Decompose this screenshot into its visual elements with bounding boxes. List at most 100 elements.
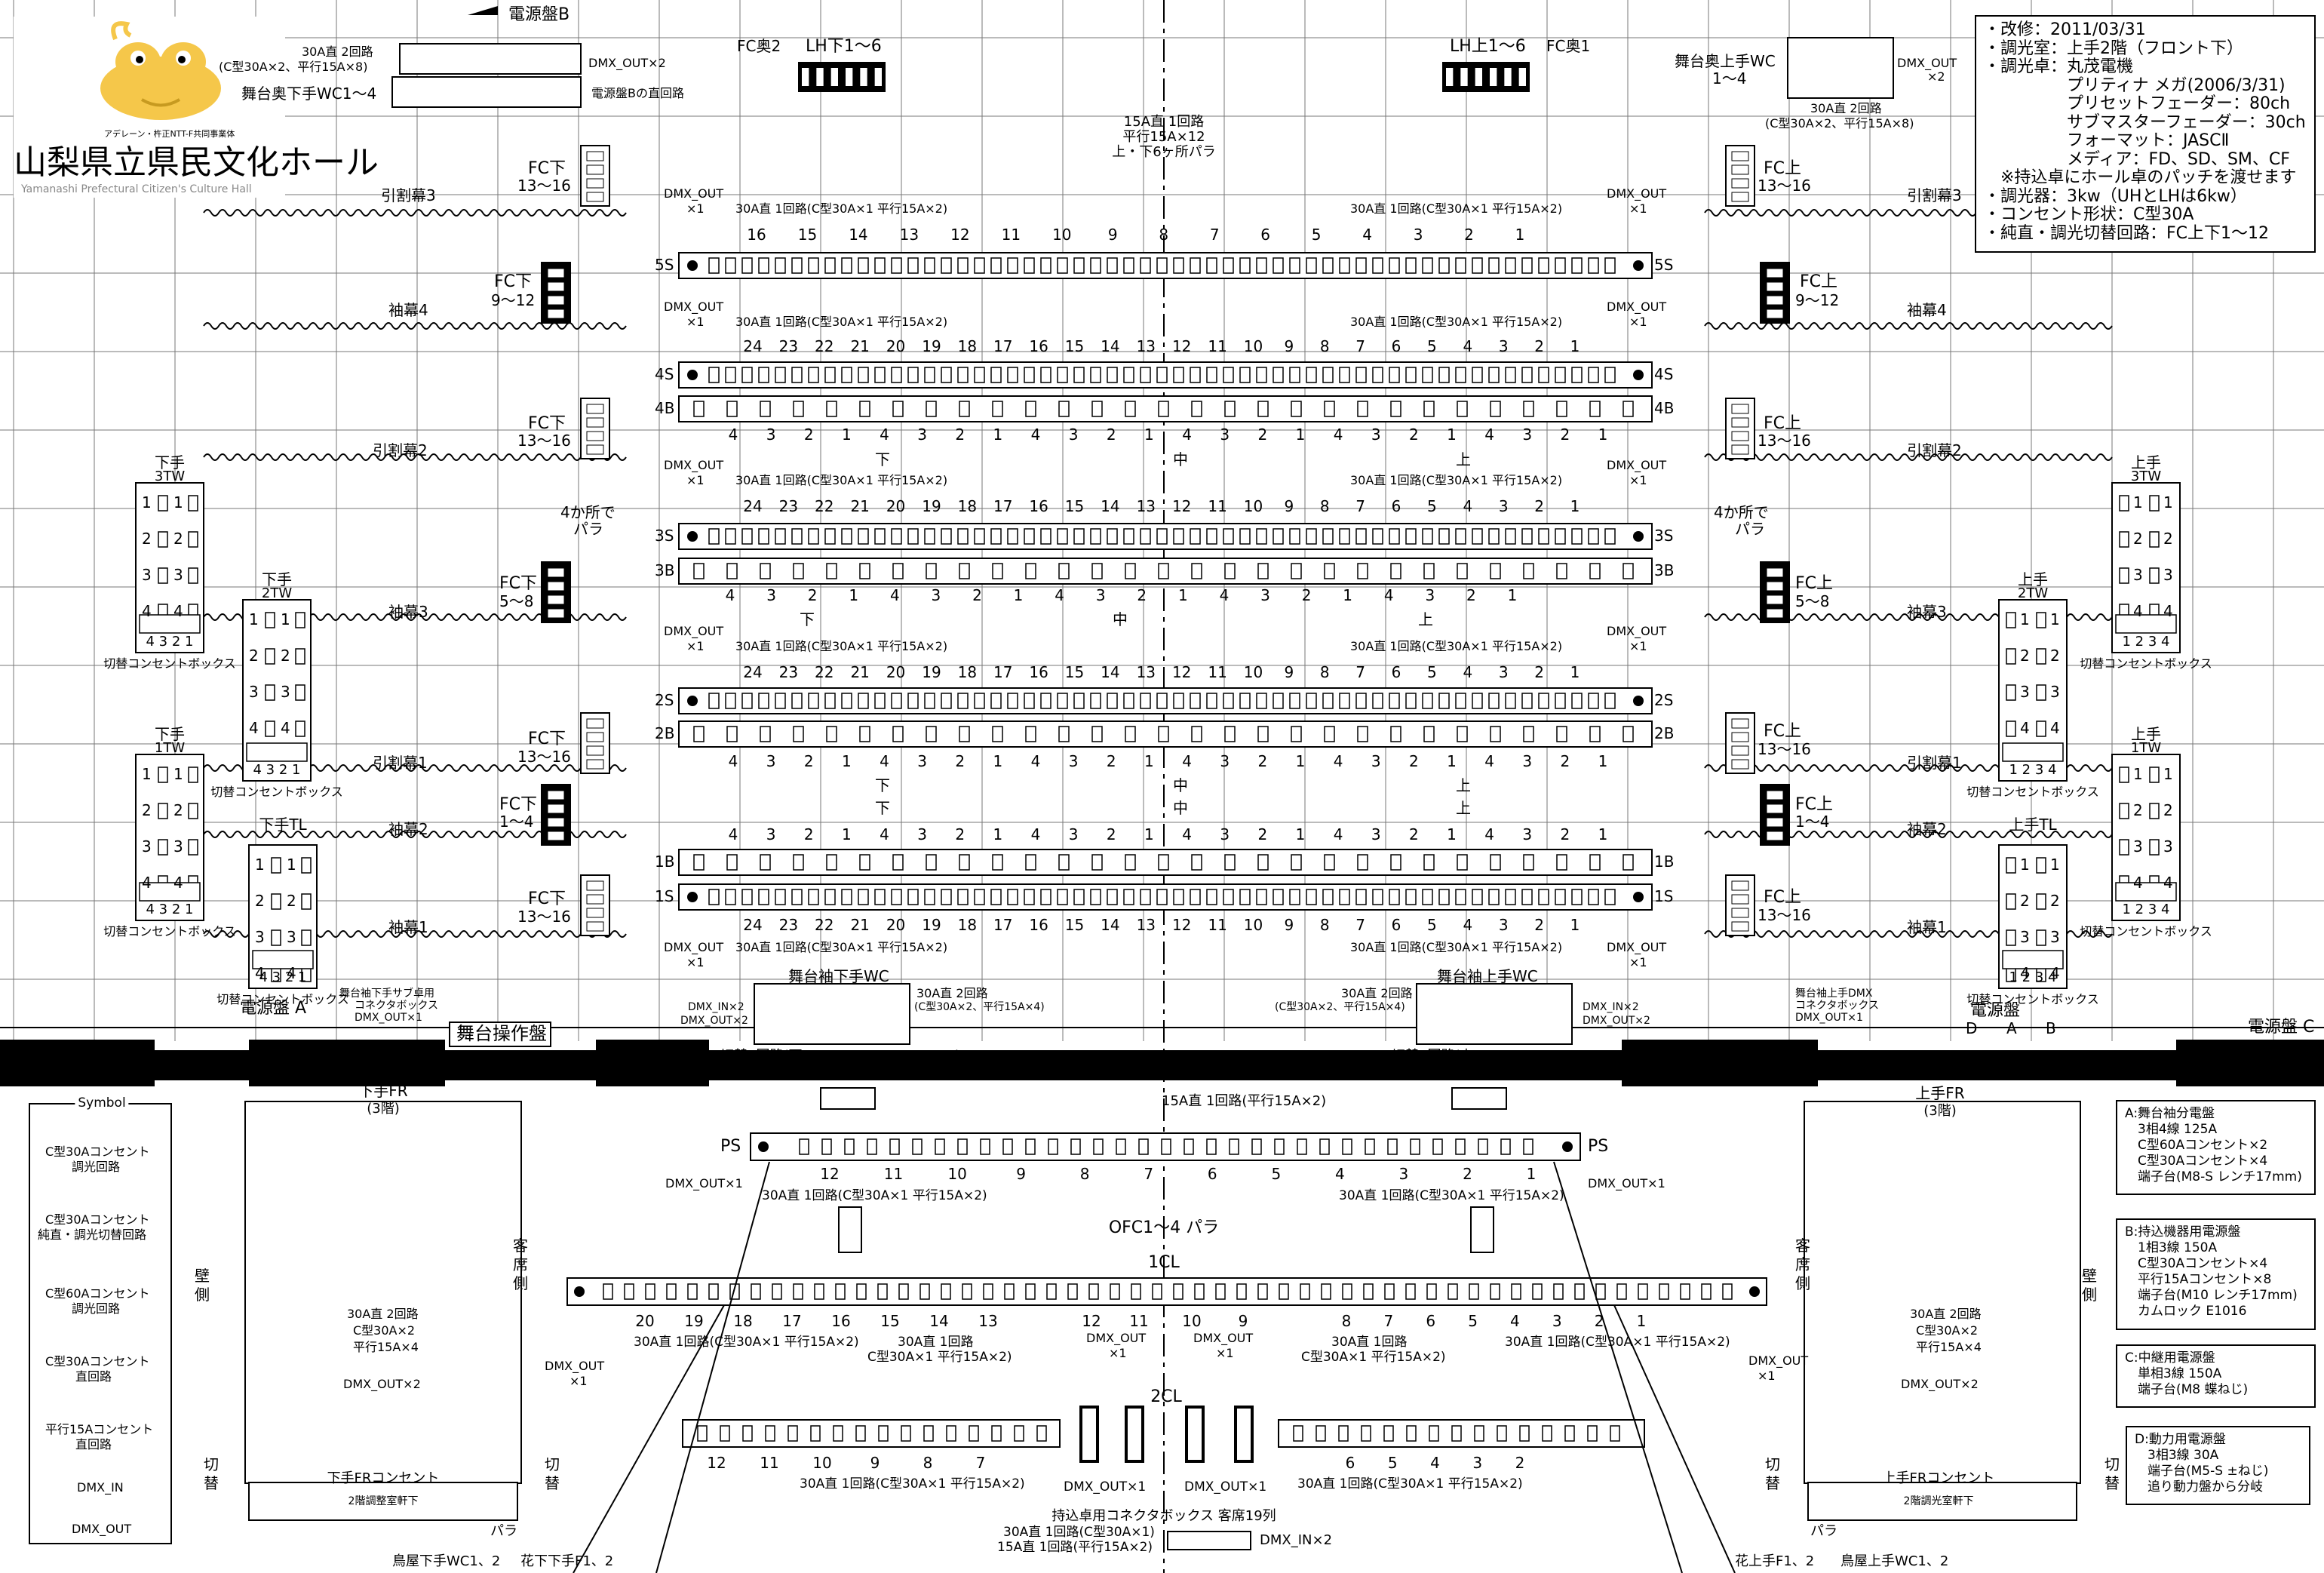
outlet-icon [891, 889, 902, 905]
ps-number: 10 [947, 1165, 967, 1183]
circuit-number: 24 [743, 337, 763, 355]
outlet-icon [1623, 401, 1634, 417]
tower-number: 2 [2133, 801, 2143, 819]
outlet-icon [1511, 1283, 1521, 1300]
curtain-hiki1-left: 引割幕1 [373, 754, 428, 772]
c60a-outlet-box-icon [798, 62, 886, 92]
cl1-dmx: DMX_OUT [1086, 1331, 1147, 1345]
outlet-icon [1091, 726, 1103, 742]
outlet-icon [1521, 528, 1533, 545]
fc-r3-range: 13～16 [1758, 432, 1811, 450]
outlet-icon [1300, 1283, 1310, 1300]
section-shimo: 下 [875, 776, 890, 794]
tower-number: 1 [287, 856, 296, 874]
circuit-number: 2 [1408, 825, 1419, 843]
outlet-icon [962, 1283, 972, 1300]
symbol-s1b: 調光回路 [72, 1160, 121, 1174]
cl2-dmx: DMX_OUT×1 [1184, 1479, 1267, 1495]
tower-subtitle: 1TW [154, 740, 186, 756]
outlet-icon [1438, 693, 1450, 709]
outlet-icon [2036, 929, 2046, 946]
tower-subtitle: 1TW [2130, 740, 2162, 756]
outlet-icon [877, 1283, 888, 1300]
mochikomi-dmx: DMX_IN×2 [1260, 1532, 1333, 1548]
outlet-icon [1355, 889, 1367, 905]
section-shimo: 下 [800, 610, 815, 628]
outlet-icon [833, 1425, 843, 1442]
cl2-number: 8 [923, 1454, 933, 1472]
outlet-icon [1223, 889, 1234, 905]
wc-left-box2 [391, 76, 582, 108]
circuit-number: 23 [778, 916, 799, 934]
tower-number: 3 [2133, 837, 2143, 856]
outlet-icon [1256, 889, 1267, 905]
wc-r-c1: 30A直 2回路 [1341, 986, 1413, 1000]
outlet-icon [1588, 528, 1599, 545]
outlet-icon [808, 889, 819, 905]
outlet-icon [1116, 1138, 1126, 1155]
outlet-icon [1405, 367, 1417, 383]
outlet-icon [1073, 889, 1085, 905]
circuit-number: 23 [778, 497, 799, 515]
circuit-number: 2 [1106, 752, 1116, 770]
circuit-number: 3 [1498, 663, 1509, 681]
outlet-icon [1125, 563, 1136, 579]
outlet-icon [1384, 1283, 1395, 1300]
outlet-icon [1190, 889, 1201, 905]
wc-right-name: 舞台奥上手WC [1675, 52, 1776, 70]
outlet-icon [2149, 495, 2160, 512]
circuit-number: 19 [922, 497, 941, 515]
ps-number: 6 [1207, 1165, 1217, 1183]
outlet-icon [1206, 1138, 1217, 1155]
circuit-number: 13 [1136, 663, 1156, 681]
outlet-icon [1701, 1283, 1712, 1300]
symbol-legend: Symbol C型30Aコンセント 調光回路 C型30Aコンセント 純直・調光切… [29, 1095, 172, 1544]
fc-slot [547, 817, 565, 828]
tower-number: 4 [2133, 874, 2143, 892]
f-circuit: 15A直 1回路(平行15A×2) [1162, 1093, 1327, 1109]
outlet-icon [741, 889, 753, 905]
fc-slot [1731, 444, 1749, 455]
outlet-icon [1472, 693, 1483, 709]
switch-box [2002, 742, 2064, 762]
fr-right-kawa: 側 [1795, 1274, 1810, 1292]
outlet-icon [1405, 257, 1417, 274]
outlet-icon [1256, 257, 1267, 274]
outlet-icon [841, 257, 852, 274]
circuit-number: 8 [1159, 226, 1169, 244]
circuit-number: 3 [931, 586, 941, 604]
circuit-number: 4 [1362, 226, 1372, 244]
f14-label: F1～4 パラ [1121, 1055, 1207, 1074]
outlet-icon [2006, 929, 2016, 946]
circuit-number: 3 [1095, 586, 1106, 604]
circuit-number: 1 [849, 586, 859, 604]
fc-l6-range: 1～4 [499, 813, 534, 831]
outlet-icon [1306, 257, 1317, 274]
sub-right-3: DMX_OUT×1 [1795, 1012, 1863, 1024]
cl2-number: 6 [1345, 1454, 1355, 1472]
outlet-icon [1090, 889, 1101, 905]
outlet-icon [941, 257, 952, 274]
outlet-icon [1158, 854, 1169, 871]
cl1-number: 2 [1594, 1312, 1604, 1330]
circuit-number: 15 [1064, 497, 1085, 515]
circuit-number: 20 [886, 916, 906, 934]
center-note-1: 15A直 1回路 [1123, 114, 1205, 130]
circuit-desc: 30A直 1回路(C型30A×1 平行15A×2) [735, 940, 948, 954]
outlet-icon [1319, 1138, 1330, 1155]
circuit-number: 16 [1029, 497, 1048, 515]
circuit-number: 8 [1319, 337, 1330, 355]
outlet-icon [793, 563, 804, 579]
circuit-number: 1 [1295, 752, 1306, 770]
outlet-icon [1140, 257, 1151, 274]
outlet-icon [2006, 684, 2016, 701]
circuit-number: 7 [1355, 663, 1366, 681]
outlet-icon [1239, 528, 1251, 545]
outlet-icon [1455, 1138, 1466, 1155]
outlet-slot [874, 68, 882, 86]
outlet-icon [1223, 367, 1234, 383]
circuit-number: 4 [1333, 825, 1343, 843]
outlet-icon [1390, 563, 1401, 579]
tower-number: 2 [2020, 647, 2030, 665]
circuit-desc: 30A直 1回路(C型30A×1 平行15A×2) [735, 473, 948, 487]
